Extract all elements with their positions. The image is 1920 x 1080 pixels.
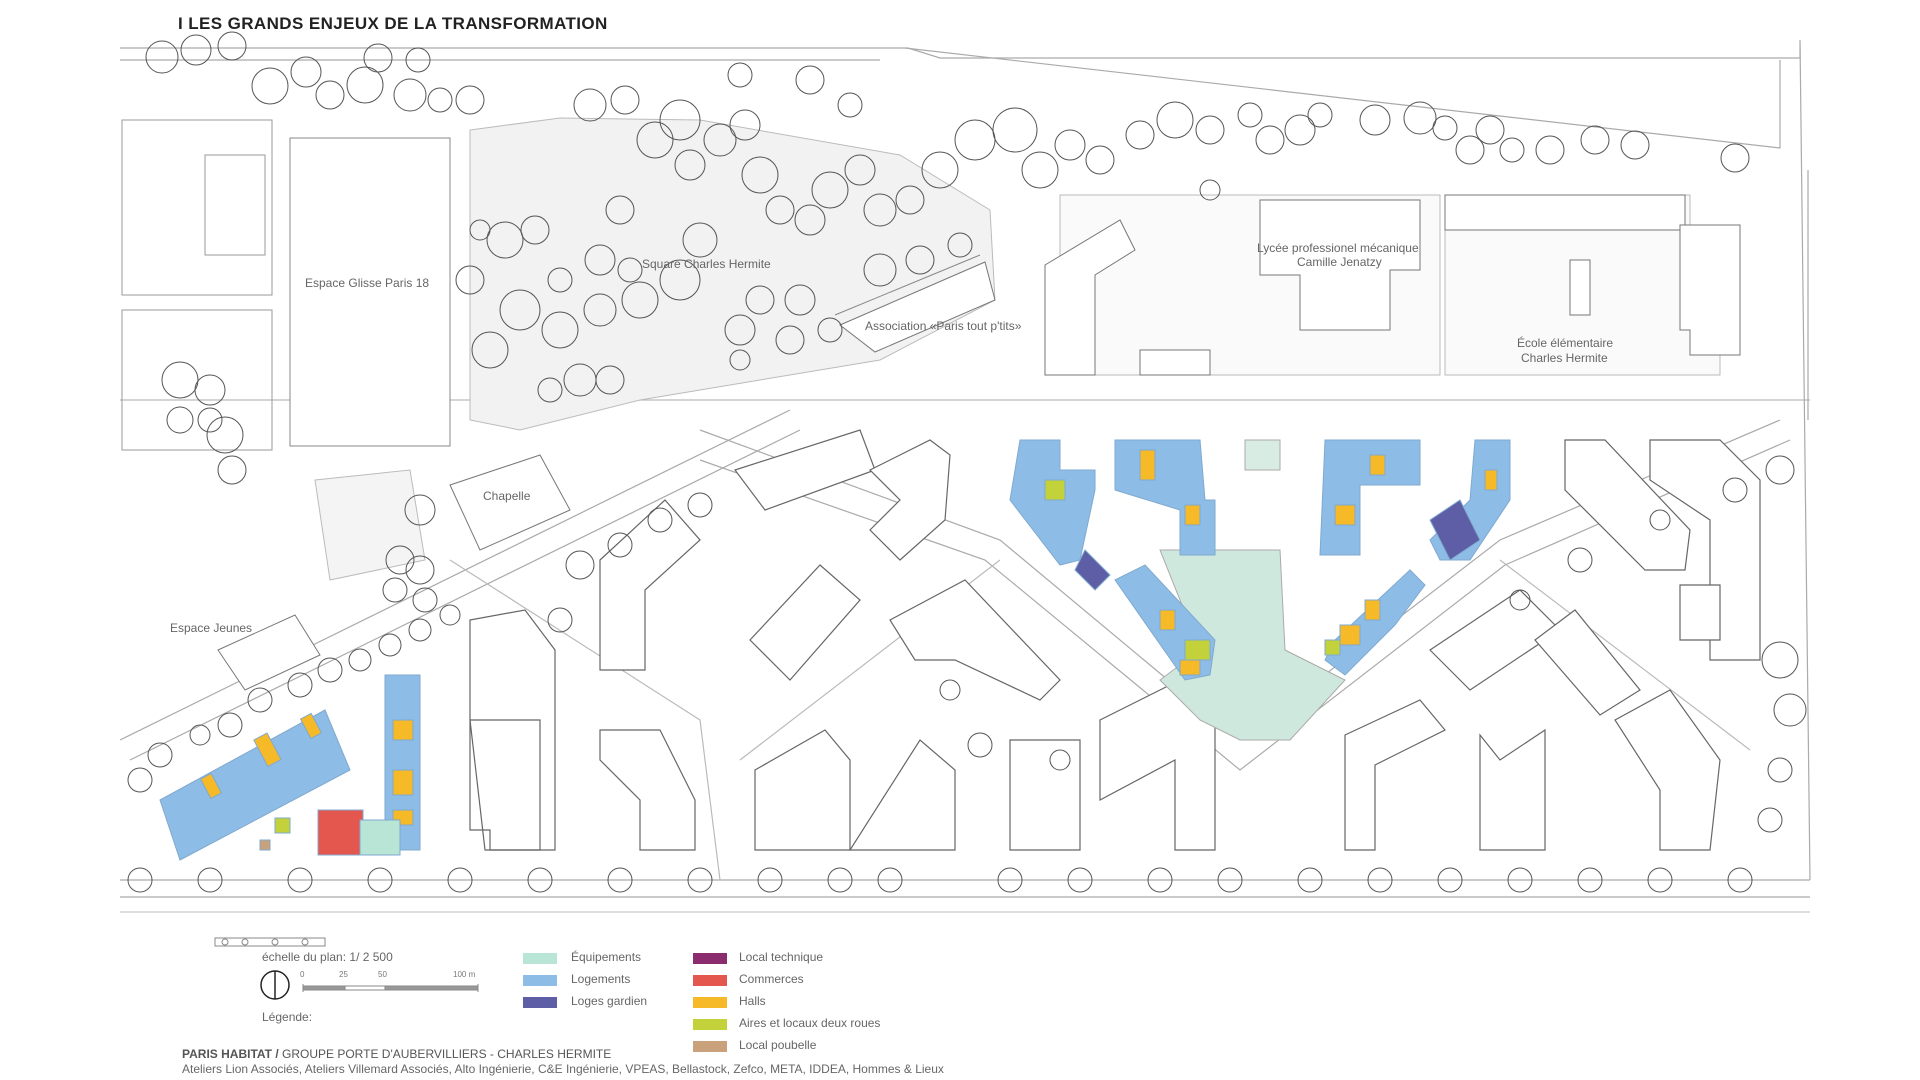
legend-swatch-poubelle [693, 1041, 727, 1052]
association-building [839, 261, 996, 353]
label-espace-jeunes: Espace Jeunes [170, 621, 252, 635]
trees [127, 31, 1807, 893]
label-ecole-2: Charles Hermite [1521, 351, 1608, 365]
renovated-center-left [1009, 439, 1216, 681]
legend-label-commerces: Commerces [739, 972, 804, 986]
label-lycee-1: Lycée professionel mécanique [1257, 241, 1419, 255]
scale-strip [214, 937, 326, 947]
renovated-center-right [1319, 439, 1511, 676]
label-ecole-1: École élémentaire [1517, 335, 1613, 350]
scale-tick-50: 50 [378, 970, 387, 979]
legend-label-deux-roues: Aires et locaux deux roues [739, 1016, 881, 1030]
legend-swatch-logements [523, 975, 557, 986]
espace-glisse-building [289, 137, 451, 447]
legend-label-logements: Logements [571, 972, 631, 986]
footer-org: PARIS HABITAT / [182, 1047, 279, 1061]
sports-field [121, 119, 273, 451]
footer-project-name: GROUPE PORTE D'AUBERVILLIERS - CHARLES H… [278, 1047, 612, 1061]
scale-label: échelle du plan: 1/ 2 500 [262, 950, 393, 964]
renovated-west [159, 674, 421, 861]
label-chapelle: Chapelle [483, 489, 531, 503]
espace-jeunes-building [217, 614, 321, 691]
footer-project: PARIS HABITAT / GROUPE PORTE D'AUBERVILL… [182, 1047, 611, 1061]
label-association: Association «Paris tout p'tits» [865, 319, 1022, 333]
legend-label-loges: Loges gardien [571, 994, 648, 1008]
label-lycee-2: Camille Jenatzy [1297, 255, 1382, 269]
scale-bar [302, 984, 479, 992]
residential-blocks [469, 429, 1761, 851]
legend-swatch-halls [693, 997, 727, 1008]
legend-label-local-technique: Local technique [739, 950, 824, 964]
legend-label-poubelle: Local poubelle [739, 1038, 817, 1052]
legend-swatch-local-technique [693, 953, 727, 964]
label-espace-glisse: Espace Glisse Paris 18 [305, 276, 429, 290]
ecole-buildings [1444, 194, 1741, 376]
legend-label-equipements: Équipements [571, 950, 642, 964]
scale-tick-25: 25 [339, 970, 348, 979]
footer-credits: Ateliers Lion Associés, Ateliers Villema… [182, 1062, 944, 1076]
legend-swatch-loges [523, 997, 557, 1008]
legend-swatch-equipements [523, 953, 557, 964]
legend-heading: Légende: [262, 1010, 313, 1024]
legend-label-halls: Halls [739, 994, 766, 1008]
page-title: I LES GRANDS ENJEUX DE LA TRANSFORMATION [178, 14, 608, 33]
legend-swatch-deux-roues [693, 1019, 727, 1030]
chapelle-building [449, 454, 571, 551]
lycee-buildings [1044, 194, 1441, 376]
scale-tick-0: 0 [300, 970, 305, 979]
legend-swatch-commerces [693, 975, 727, 986]
label-square: Square Charles Hermite [642, 257, 771, 271]
north-arrow-icon [260, 970, 290, 1000]
square-charles-hermite [469, 117, 996, 431]
scale-tick-100: 100 m [453, 970, 476, 979]
